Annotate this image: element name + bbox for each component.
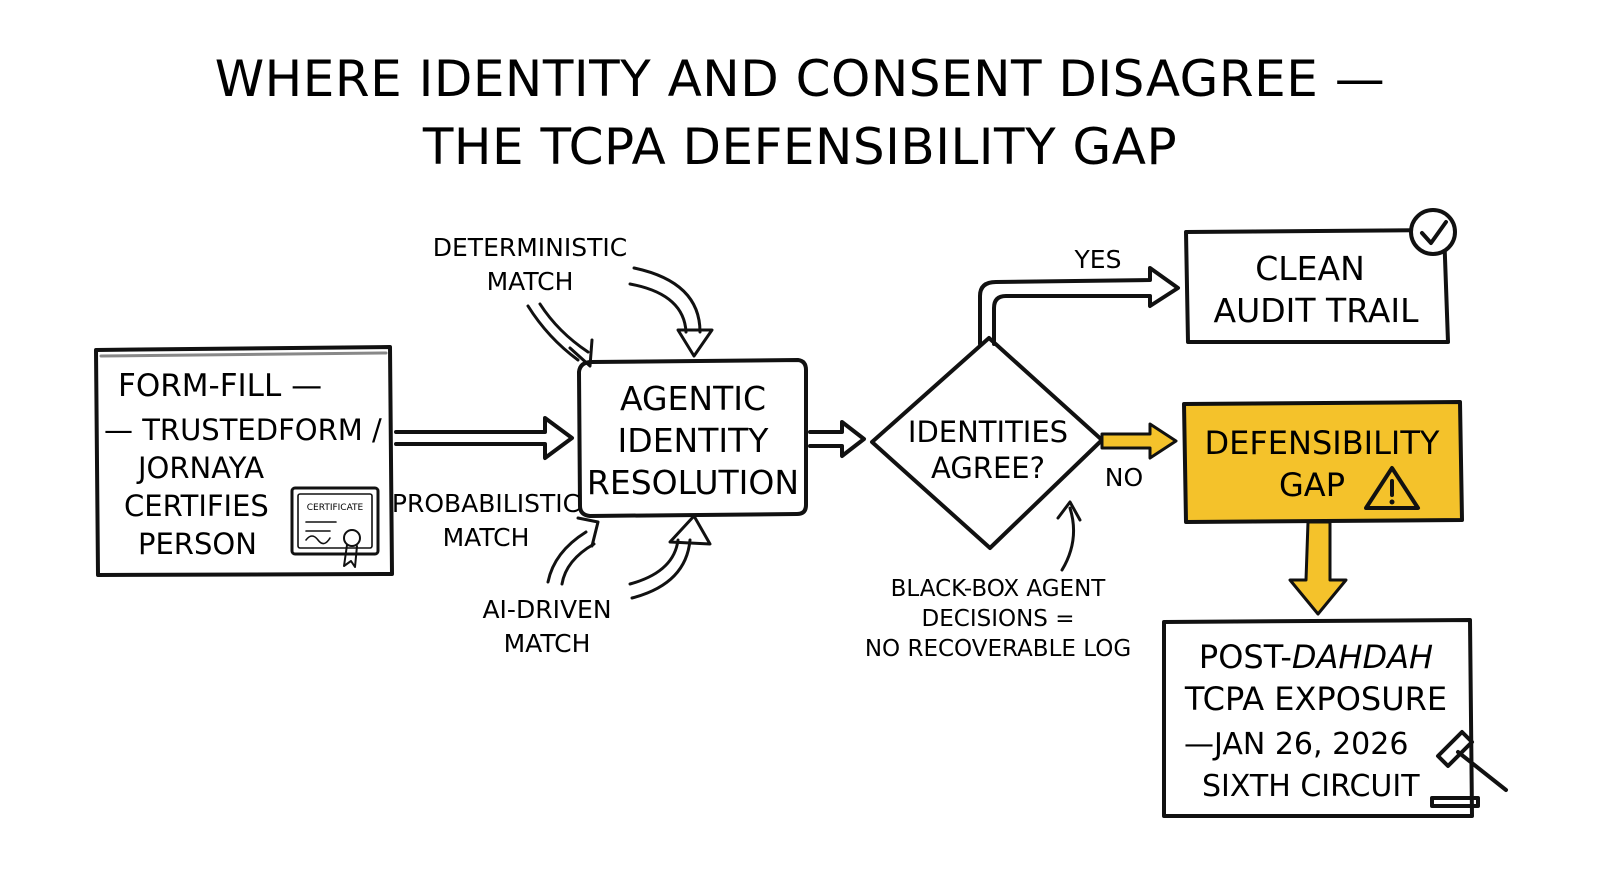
- warning-icon: [1364, 466, 1420, 510]
- check-circle-icon: [1409, 208, 1457, 256]
- certificate-label: CERTIFICATE: [307, 503, 364, 513]
- agentic-line-2: IDENTITY: [618, 421, 770, 460]
- arrow-blackbox: [1056, 500, 1082, 572]
- yes-label: YES: [1074, 245, 1122, 274]
- decision-line-1: IDENTITIES: [908, 415, 1068, 449]
- agentic-line-3: RESOLUTION: [587, 463, 799, 502]
- form-fill-line-2: — TRUSTEDFORM /: [104, 413, 382, 447]
- title-line-1: WHERE IDENTITY AND CONSENT DISAGREE —: [215, 50, 1386, 108]
- arrow-form-to-agentic: [394, 416, 574, 460]
- no-label: NO: [1105, 463, 1143, 492]
- decision-line-2: AGREE?: [931, 451, 1045, 485]
- decision-diamond: IDENTITIES AGREE?: [870, 336, 1104, 550]
- form-fill-line-5: PERSON: [138, 527, 257, 561]
- arrow-gap-to-exposure: [1288, 520, 1348, 616]
- ai-driven-label-2: MATCH: [504, 629, 591, 658]
- agentic-box: AGENTIC IDENTITY RESOLUTION: [577, 358, 808, 518]
- deterministic-label-1: DETERMINISTIC: [433, 233, 627, 262]
- exposure-line-2: TCPA EXPOSURE: [1184, 680, 1447, 718]
- blackbox-line-3: NO RECOVERABLE LOG: [865, 636, 1131, 662]
- form-fill-line-1: FORM-FILL —: [118, 368, 322, 404]
- gap-line-1: DEFENSIBILITY: [1205, 424, 1440, 462]
- arrow-probabilistic: [546, 516, 600, 586]
- arrow-ai-driven: [628, 514, 712, 600]
- ai-driven-label-1: AI-DRIVEN: [482, 595, 611, 624]
- title-line-2: THE TCPA DEFENSIBILITY GAP: [422, 118, 1177, 176]
- blackbox-line-1: BLACK-BOX AGENT: [891, 576, 1107, 602]
- exposure-line-3: —JAN 26, 2026: [1184, 727, 1408, 762]
- clean-line-1: CLEAN: [1255, 249, 1365, 288]
- form-fill-line-3: JORNAYA: [136, 451, 264, 485]
- arrow-deterministic-a: [526, 302, 594, 368]
- exposure-line-4: SIXTH CIRCUIT: [1202, 769, 1420, 804]
- gap-line-2: GAP: [1279, 466, 1345, 504]
- form-fill-box: FORM-FILL — — TRUSTEDFORM / JORNAYA CERT…: [94, 345, 394, 577]
- deterministic-label-2: MATCH: [487, 267, 574, 296]
- defensibility-gap-box: DEFENSIBILITY GAP: [1182, 400, 1464, 524]
- exposure-line-1: POST-DAHDAH: [1199, 638, 1433, 676]
- arrow-no: [1100, 422, 1178, 460]
- clean-line-2: AUDIT TRAIL: [1214, 291, 1420, 330]
- agentic-line-1: AGENTIC: [620, 379, 766, 418]
- gavel-icon: [1430, 730, 1508, 808]
- arrow-yes: [978, 266, 1180, 346]
- certificate-icon: CERTIFICATE: [290, 486, 380, 568]
- arrow-deterministic-b: [628, 266, 714, 358]
- blackbox-line-2: DECISIONS =: [922, 606, 1075, 632]
- exposure-box: POST-DAHDAH TCPA EXPOSURE —JAN 26, 2026 …: [1162, 618, 1474, 818]
- arrow-agentic-to-decision: [808, 420, 866, 458]
- probabilistic-label-1: PROBABILISTIC: [392, 489, 580, 518]
- clean-audit-box: CLEAN AUDIT TRAIL: [1184, 228, 1450, 344]
- form-fill-line-4: CERTIFIES: [124, 489, 269, 523]
- probabilistic-label-2: MATCH: [443, 523, 530, 552]
